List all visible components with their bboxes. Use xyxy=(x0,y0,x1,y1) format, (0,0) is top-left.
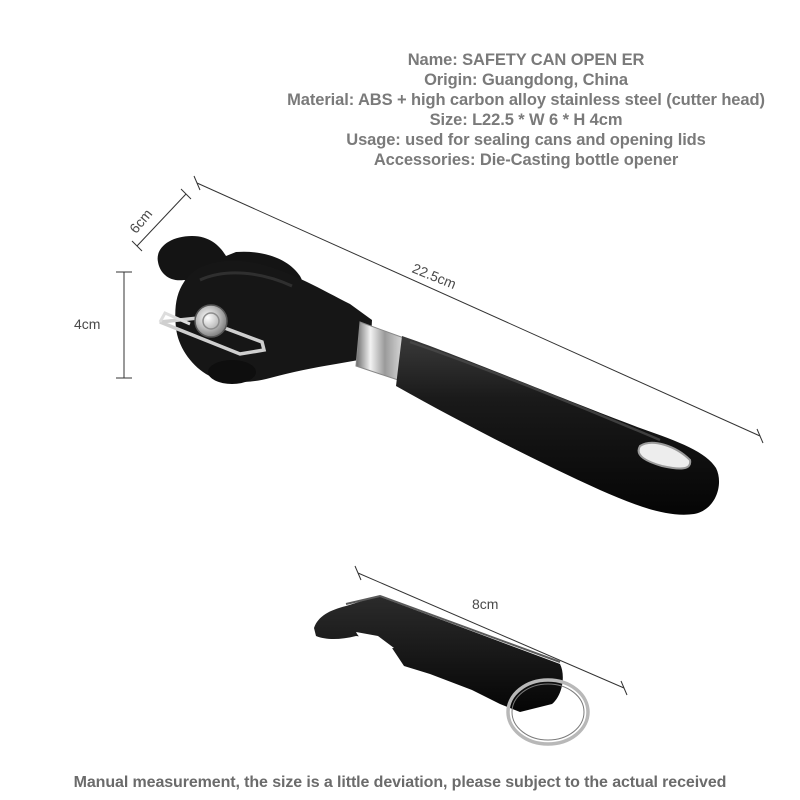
can-opener xyxy=(157,236,720,515)
spec-size: Size: L22.5 * W 6 * H 4cm xyxy=(429,111,623,129)
key-ring xyxy=(506,678,590,746)
spec-list: Name: SAFETY CAN OPEN ER Origin: Guangdo… xyxy=(200,50,800,170)
opener-guide-wire xyxy=(159,316,267,356)
opener-bolt xyxy=(194,304,228,338)
spec-name: Name: SAFETY CAN OPEN ER xyxy=(407,51,645,69)
opener-handle xyxy=(396,336,720,515)
height-dimension-line xyxy=(116,271,132,379)
spec-origin: Origin: Guangdong, China xyxy=(424,71,628,89)
opener-length-label: 8cm xyxy=(472,596,499,612)
bottle-opener-body xyxy=(314,596,563,712)
opener-head xyxy=(175,260,372,383)
width-dimension-line xyxy=(131,188,192,252)
spec-accessories: Accessories: Die-Casting bottle opener xyxy=(373,151,679,169)
opener-hang-hole xyxy=(637,441,692,470)
length-dimension-line xyxy=(193,175,764,444)
spec-material: Material: ABS + high carbon alloy stainl… xyxy=(287,91,765,109)
measurement-disclaimer: Manual measurement, the size is a little… xyxy=(73,774,727,791)
spec-usage: Usage: used for sealing cans and opening… xyxy=(346,131,706,149)
bottle-opener xyxy=(314,594,590,746)
height-label: 4cm xyxy=(74,316,101,332)
opener-dimension-line xyxy=(354,565,628,696)
opener-collar xyxy=(355,321,405,381)
